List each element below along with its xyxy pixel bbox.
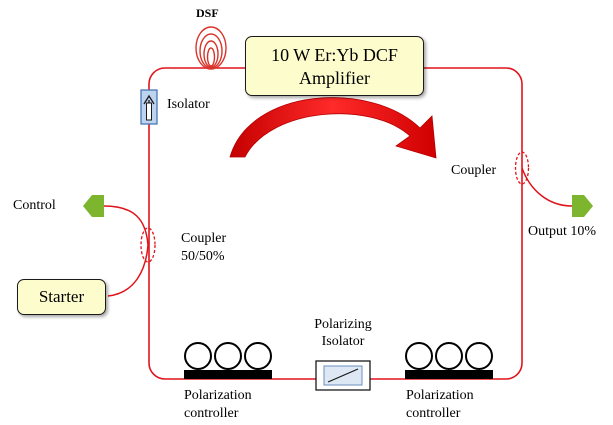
- amplifier-label-line2: Amplifier: [299, 68, 370, 88]
- pc-right-label-line1: Polarization: [406, 388, 474, 403]
- pc-left-label-line2: controller: [184, 406, 239, 421]
- polarization-controller-right-icon: [405, 342, 493, 379]
- coupler-left-marker: [140, 227, 156, 263]
- polarizing-isolator-label-line1: Polarizing: [314, 317, 372, 332]
- coupler-right-marker: [514, 151, 530, 185]
- starter-label: Starter: [38, 287, 85, 306]
- dsf-coil-icon: [195, 26, 227, 70]
- coupler-right-label: Coupler: [451, 163, 497, 178]
- dsf-label: DSF: [196, 6, 219, 20]
- starter-fiber: [107, 244, 149, 297]
- starter-box: Starter: [17, 279, 106, 315]
- polarizing-isolator-label-line2: Isolator: [321, 334, 365, 349]
- output-arrow-icon: [572, 195, 593, 217]
- isolator-icon: [140, 89, 158, 125]
- circulation-arrow-icon: [229, 97, 437, 159]
- control-arrow-icon: [83, 195, 104, 217]
- output-label: Output 10%: [528, 224, 597, 239]
- pc-right-label-line2: controller: [406, 406, 461, 421]
- isolator-label: Isolator: [167, 97, 210, 112]
- polarization-controller-left-icon: [184, 342, 272, 379]
- amplifier-box: 10 W Er:Yb DCF Amplifier: [245, 36, 424, 96]
- coupler-left-label-line2: 50/50%: [181, 249, 225, 264]
- control-fiber: [103, 205, 149, 246]
- output-fiber: [521, 167, 573, 207]
- amplifier-label-line1: 10 W Er:Yb DCF: [271, 45, 398, 65]
- coupler-left-label-line1: Coupler: [181, 231, 227, 246]
- polarizing-isolator-icon: [315, 360, 371, 391]
- control-label: Control: [13, 198, 56, 213]
- pc-left-label-line1: Polarization: [184, 388, 252, 403]
